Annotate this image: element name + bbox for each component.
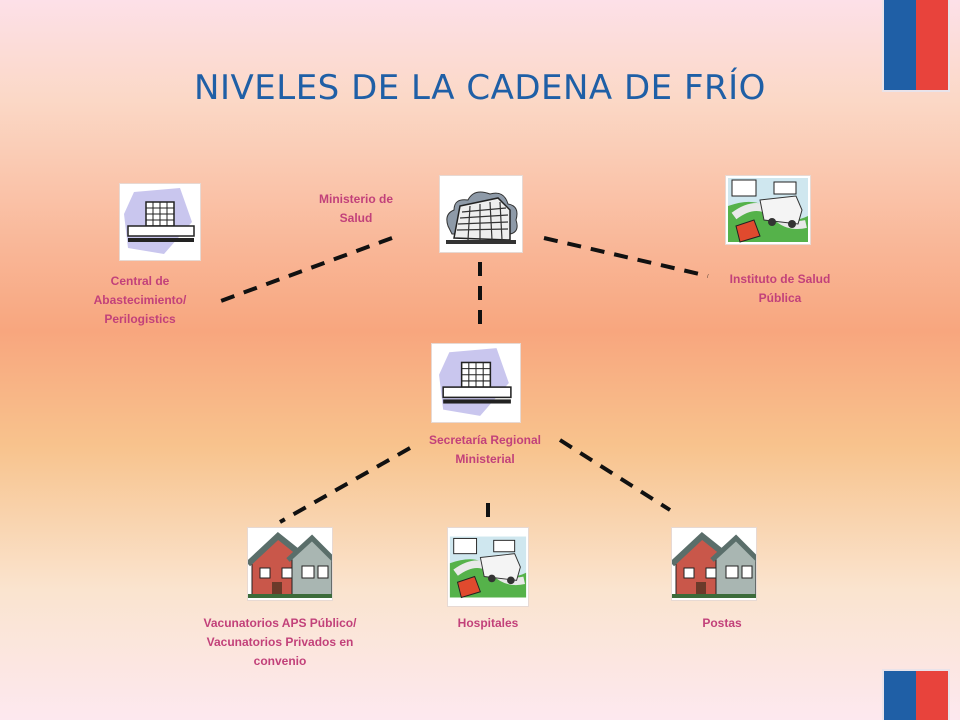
secretaria-label: Secretaría Regional Ministerial [428, 433, 542, 466]
office-building-icon [432, 344, 520, 422]
chile-flag-bottom [884, 671, 948, 720]
connector-secretaria-postas [558, 438, 672, 512]
hospitales-label: Hospitales [457, 616, 519, 630]
slide-title: NIVELES DE LA CADENA DE FRÍO [194, 68, 766, 108]
vacunatorios-label: Vacunatorios APS Público/ Vacunatorios P… [203, 616, 357, 668]
house-icon [248, 528, 332, 600]
government-building-icon [440, 176, 522, 252]
ambulance-phone-icon [448, 528, 528, 606]
chile-flag-top [884, 0, 948, 90]
connector-ministerio-instituto [543, 236, 709, 278]
postas-label: Postas [702, 616, 742, 630]
connector-ministerio-central [217, 236, 393, 304]
instituto-label: Instituto de Salud Pública [729, 272, 831, 305]
ministerio-label: Ministerio de Salud [318, 192, 393, 225]
connector-secretaria-vacunatorios [279, 446, 411, 524]
central-label: Central de Abastecimiento/ Perilogistics [93, 274, 187, 326]
house-icon [672, 528, 756, 600]
office-building-icon [120, 184, 200, 260]
ambulance-phone-icon [726, 176, 810, 244]
